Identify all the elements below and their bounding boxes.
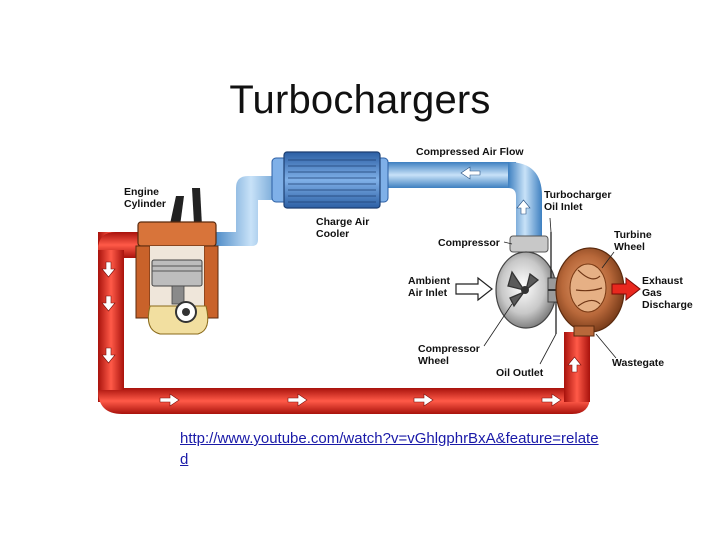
label-turbocharger-oil-inlet: Turbocharger Oil Inlet bbox=[544, 189, 614, 213]
right-arrow-icon bbox=[541, 393, 562, 407]
exhaust-discharge-arrow-icon bbox=[611, 276, 641, 302]
ambient-air-arrow-icon bbox=[455, 276, 493, 302]
up-arrow-icon bbox=[567, 356, 582, 373]
right-arrow-icon bbox=[287, 393, 308, 407]
right-arrow-icon bbox=[159, 393, 180, 407]
youtube-link[interactable]: http://www.youtube.com/watch?v=vGhlgphrB… bbox=[180, 430, 599, 468]
label-compressed-air-flow: Compressed Air Flow bbox=[416, 146, 524, 158]
down-arrow-icon bbox=[101, 261, 116, 278]
label-engine-cylinder: Engine Cylinder bbox=[124, 186, 166, 210]
label-charge-air-cooler: Charge Air Cooler bbox=[316, 216, 372, 240]
down-arrow-icon bbox=[101, 347, 116, 364]
up-arrow-icon bbox=[516, 199, 531, 215]
down-arrow-icon bbox=[101, 295, 116, 312]
label-turbine-wheel: Turbine Wheel bbox=[614, 229, 655, 253]
turbocharger-unit bbox=[495, 232, 625, 337]
charge-air-cooler-unit bbox=[271, 151, 389, 209]
right-arrow-icon bbox=[413, 393, 434, 407]
exhaust-pipe-loop bbox=[98, 232, 590, 414]
left-arrow-icon bbox=[460, 166, 481, 180]
engine-cylinder-unit bbox=[135, 188, 219, 335]
label-exhaust-gas-discharge: Exhaust Gas Discharge bbox=[642, 275, 693, 311]
intake-pipe bbox=[210, 162, 542, 246]
label-compressor: Compressor bbox=[438, 237, 500, 249]
label-ambient-air-inlet: Ambient Air Inlet bbox=[408, 275, 453, 299]
label-wastegate: Wastegate bbox=[612, 357, 664, 369]
exhaust-flow-arrows bbox=[101, 261, 582, 407]
slide-title: Turbochargers bbox=[229, 78, 491, 122]
leader-lines bbox=[483, 217, 617, 365]
label-compressor-wheel: Compressor Wheel bbox=[418, 343, 483, 367]
intake-flow-arrows bbox=[460, 166, 531, 215]
label-oil-outlet: Oil Outlet bbox=[496, 367, 544, 379]
